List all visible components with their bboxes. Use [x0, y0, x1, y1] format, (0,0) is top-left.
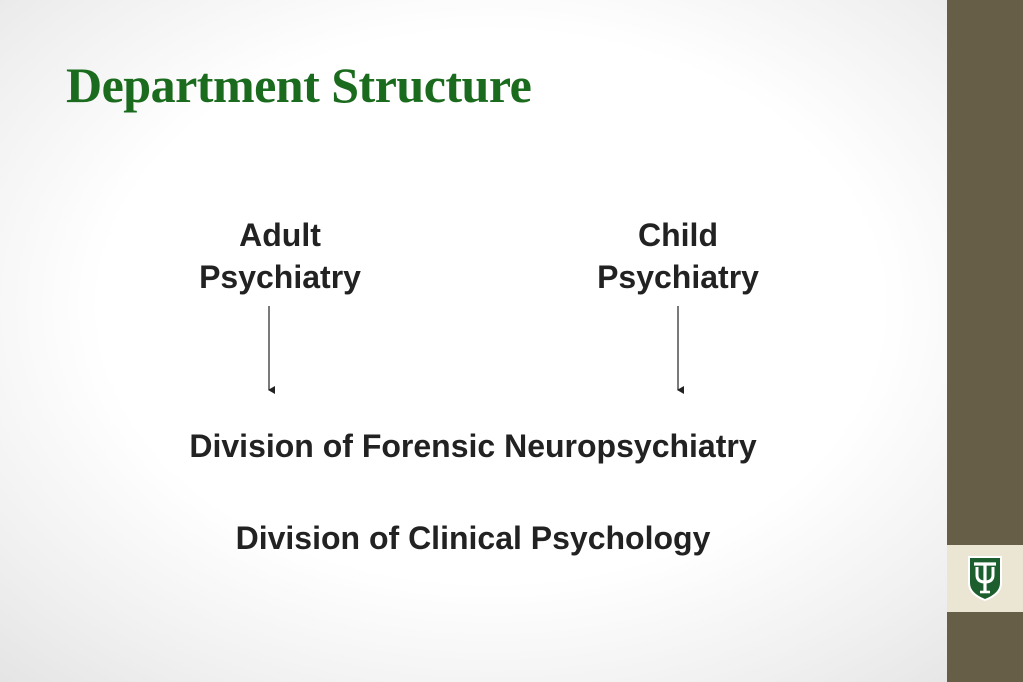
slide-title: Department Structure [66, 57, 532, 113]
node-adult-psychiatry: Adult Psychiatry [160, 214, 400, 298]
node-adult-line2: Psychiatry [199, 259, 361, 295]
diagram-connectors [268, 306, 684, 394]
node-child-line1: Child [638, 217, 718, 253]
node-adult-line1: Adult [239, 217, 321, 253]
tulane-shield-icon [968, 556, 1002, 601]
logo-box [947, 545, 1023, 612]
node-child-line2: Psychiatry [597, 259, 759, 295]
slide: Department Structure Adult Psychiatry Ch… [66, 57, 798, 556]
node-child-psychiatry: Child Psychiatry [558, 214, 798, 298]
node-clinical-psychology: Division of Clinical Psychology [235, 520, 711, 556]
node-forensic-neuropsychiatry: Division of Forensic Neuropsychiatry [189, 428, 757, 464]
